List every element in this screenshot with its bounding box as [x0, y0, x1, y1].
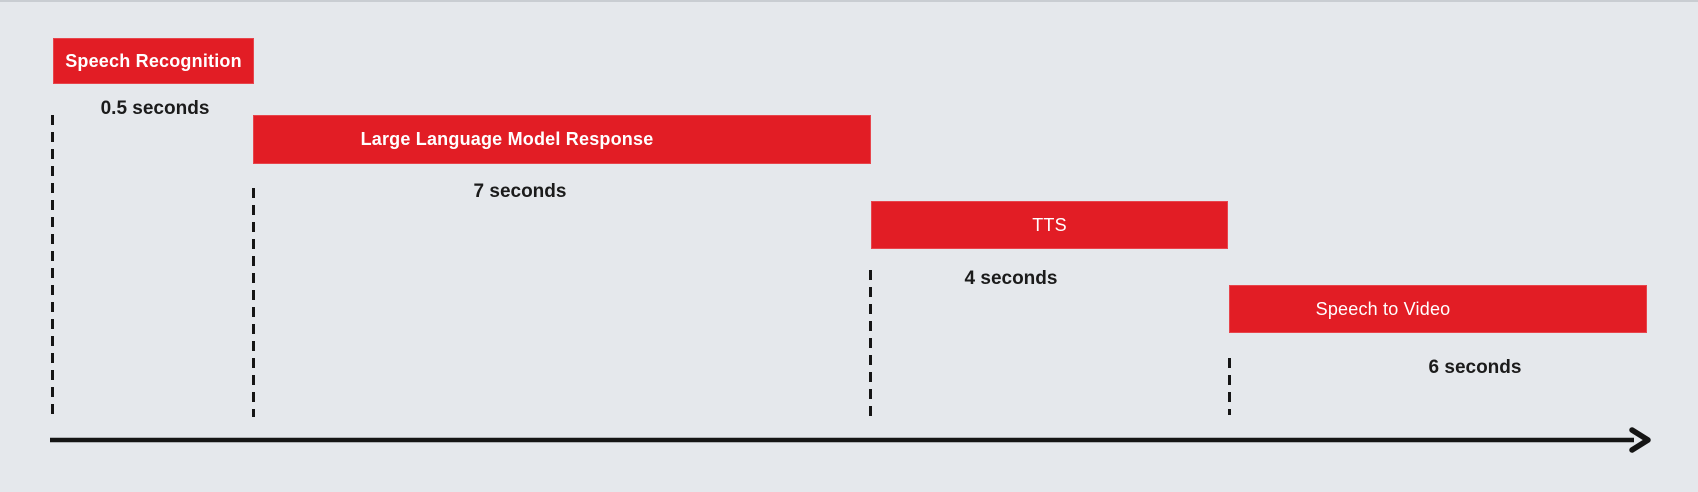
dashed-marker-line-stage-3: [869, 270, 872, 417]
stage-bar-speech-recognition: Speech Recognition: [53, 38, 254, 84]
dashed-marker-line-stage-1: [51, 115, 54, 418]
duration-label-tts: 4 seconds: [964, 268, 1058, 289]
stage-bar-llm-response: Large Language Model Response: [253, 115, 871, 164]
duration-label-llm-response: 7 seconds: [473, 181, 567, 202]
dashed-marker-line-stage-2: [252, 188, 255, 417]
stage-bar-label: Speech Recognition: [65, 50, 242, 71]
dashed-marker-line-stage-4: [1228, 358, 1231, 415]
stage-bar-label: TTS: [1032, 214, 1067, 235]
duration-label-speech-to-video: 6 seconds: [1428, 357, 1522, 378]
duration-label-speech-recognition: 0.5 seconds: [100, 98, 210, 119]
stage-bar-label: Speech to Video: [1315, 298, 1451, 319]
stage-bar-tts: TTS: [871, 201, 1228, 249]
stage-bar-label: Large Language Model Response: [360, 129, 654, 149]
stage-bar-speech-to-video: Speech to Video: [1229, 285, 1647, 333]
